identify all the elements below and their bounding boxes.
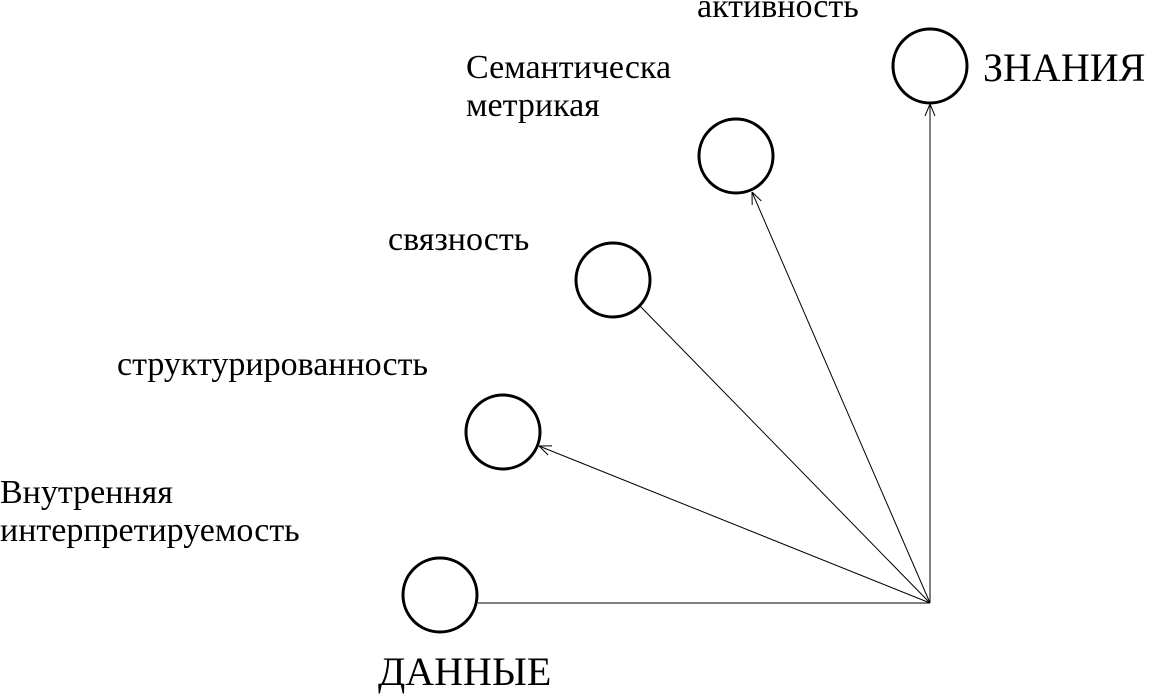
label-connectivity: связность [388, 221, 530, 258]
label-internal-interpretability: Внутренняя интерпретируемость [0, 474, 300, 550]
label-semantic-metric: Семантическа метрикая [466, 49, 671, 125]
label-semantic-metric-line-2: метрикая [466, 87, 600, 125]
label-data: ДАННЫЕ [378, 649, 552, 694]
node-data [401, 556, 479, 634]
label-structuredness: структурированность [117, 346, 428, 383]
label-activity: активность [697, 0, 859, 25]
edge-origin-to-struct [539, 446, 931, 604]
label-internal-interpretability-line-2: интерпретируемость [0, 512, 300, 550]
edge-origin-to-connect [639, 305, 931, 604]
edge-origin-to-semantic [752, 192, 931, 604]
node-structuredness [464, 393, 542, 471]
label-knowledge: ЗНАНИЯ [983, 45, 1146, 90]
node-connectivity [574, 241, 652, 319]
label-internal-interpretability-line-1: Внутренняя [0, 474, 173, 511]
node-knowledge [891, 27, 969, 105]
node-semantic-metric [697, 117, 775, 195]
label-semantic-metric-line-1: Семантическа [466, 49, 672, 86]
